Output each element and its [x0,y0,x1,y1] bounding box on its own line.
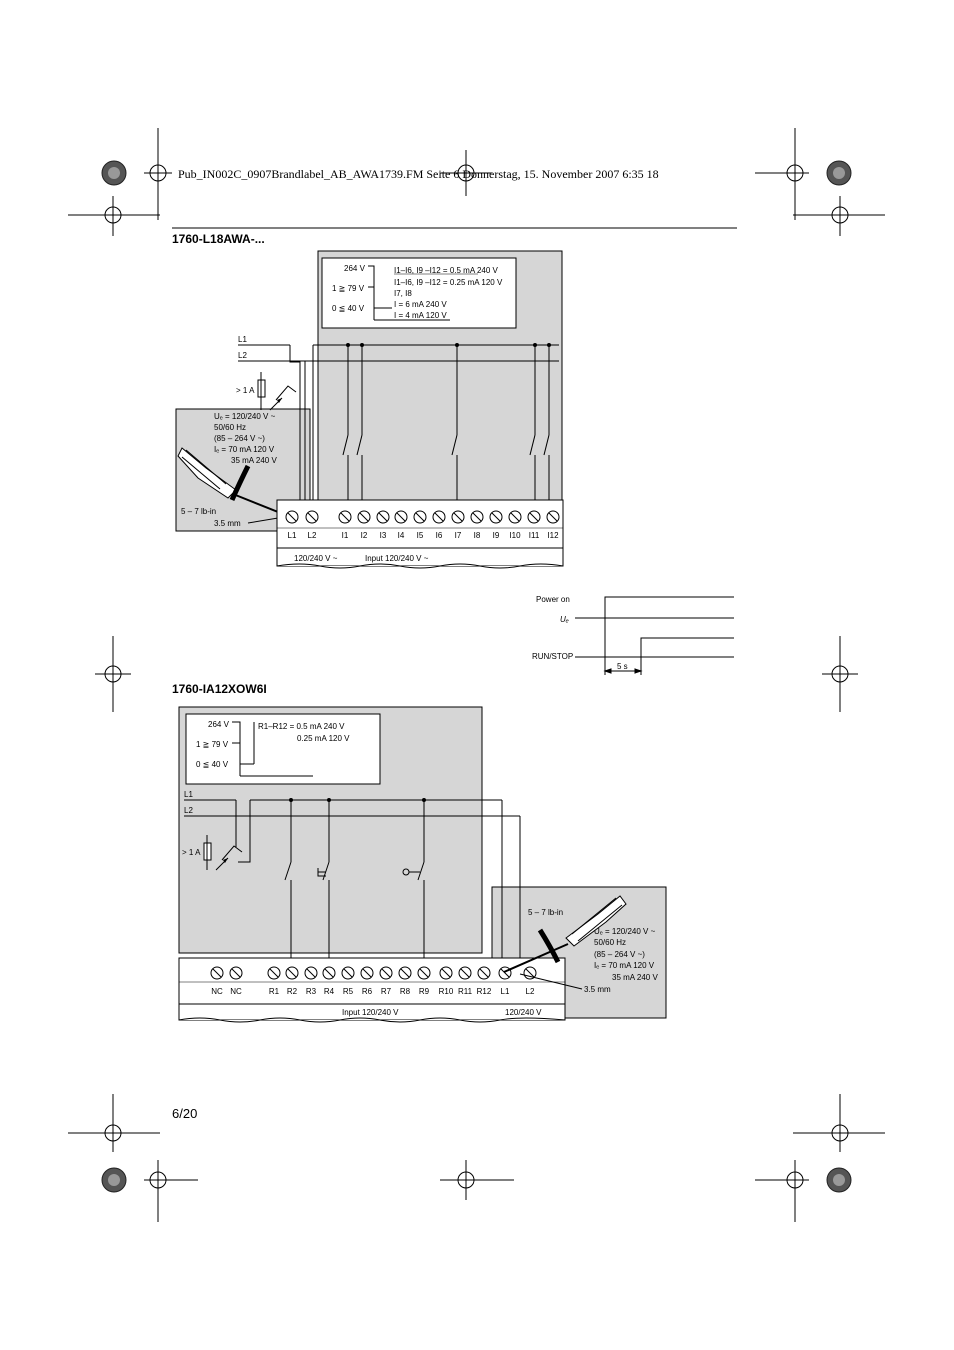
level-40: 0 ≦ 40 V [332,304,365,313]
terminal-label: I3 [380,531,387,540]
svg-text:I = 6 mA 240 V: I = 6 mA 240 V [394,300,447,309]
svg-text:35 mA 240 V: 35 mA 240 V [231,456,277,465]
svg-text:Input 120/240 V ~: Input 120/240 V ~ [365,554,429,563]
terminal-label: R12 [477,987,492,996]
svg-text:L2: L2 [184,806,193,815]
crosshair-icon [793,1094,885,1152]
terminal-label: I8 [474,531,481,540]
svg-text:1 ≧ 79 V: 1 ≧ 79 V [196,740,229,749]
terminal-label: I9 [493,531,500,540]
page-number: 6/20 [172,1106,198,1121]
terminal-label: L2 [308,531,317,540]
terminal-label: I10 [509,531,521,540]
terminal-label: I6 [436,531,443,540]
terminal-label: L2 [526,987,535,996]
terminal-label: I12 [547,531,559,540]
svg-text:Iₑ = 70 mA 120 V: Iₑ = 70 mA 120 V [594,961,655,970]
terminal-label: R10 [439,987,454,996]
terminal-label: NC [211,987,223,996]
diagram-ia12xow6i: 264 V 1 ≧ 79 V 0 ≦ 40 V R1–R12 = 0.5 mA … [178,706,667,1023]
terminal-label: R8 [400,987,411,996]
terminal-label: I5 [417,531,424,540]
timing-diagram: Power on Uₑ RUN/STOP 5 s [532,595,734,675]
svg-text:120/240 V: 120/240 V [505,1008,542,1017]
terminal-label: R6 [362,987,373,996]
svg-text:I1–I6, I9 –I12 = 0.25 mA 120 V: I1–I6, I9 –I12 = 0.25 mA 120 V [394,278,503,287]
terminal-label: L1 [501,987,510,996]
svg-text:I7, I8: I7, I8 [394,289,412,298]
terminal-label: R1 [269,987,280,996]
section-title-l18awa: 1760-L18AWA-... [172,232,265,246]
crosshair-icon [440,1160,514,1200]
svg-text:Uₑ = 120/240 V ~: Uₑ = 120/240 V ~ [214,412,276,421]
svg-text:Iₑ = 70 mA 120 V: Iₑ = 70 mA 120 V [214,445,275,454]
terminal-label: R5 [343,987,354,996]
registration-marks [68,128,885,1222]
svg-text:(85 – 264 V ~): (85 – 264 V ~) [214,434,265,443]
terminal-label: I2 [361,531,368,540]
terminal-label: R9 [419,987,430,996]
svg-text:Uₑ: Uₑ [560,615,569,624]
file-header: Pub_IN002C_0907Brandlabel_AB_AWA1739.FM … [178,167,659,181]
svg-text:35 mA 240 V: 35 mA 240 V [612,973,658,982]
svg-text:50/60 Hz: 50/60 Hz [214,423,246,432]
svg-text:264 V: 264 V [208,720,230,729]
svg-text:L1: L1 [238,335,247,344]
crosshair-icon [440,150,492,196]
svg-text:> 1 A: > 1 A [182,848,201,857]
terminal-label: I1 [342,531,349,540]
level-79: 1 ≧ 79 V [332,284,365,293]
diagram-l18awa: 264 V 1 ≧ 79 V 0 ≦ 40 V I1–I6, I9 –I12 =… [175,250,564,569]
svg-text:L1: L1 [184,790,193,799]
svg-text:0.25 mA 120 V: 0.25 mA 120 V [297,734,350,743]
terminal-label: R4 [324,987,335,996]
svg-text:(85 – 264 V ~): (85 – 264 V ~) [594,950,645,959]
crosshair-icon [95,636,131,712]
terminal-label: NC [230,987,242,996]
svg-text:I1–I6, I9 –I12 = 0.5 mA 240 V: I1–I6, I9 –I12 = 0.5 mA 240 V [394,266,499,275]
crosshair-icon [68,196,160,236]
terminal-label: R11 [458,987,473,996]
svg-text:5 s: 5 s [617,662,628,671]
svg-text:RUN/STOP: RUN/STOP [532,652,573,661]
svg-text:Input 120/240 V: Input 120/240 V [342,1008,399,1017]
terminal-label: I7 [455,531,462,540]
calibration-targets [101,160,852,1193]
svg-text:120/240 V ~: 120/240 V ~ [294,554,338,563]
crosshair-icon [755,128,809,220]
svg-text:50/60 Hz: 50/60 Hz [594,938,626,947]
crosshair-icon [68,1094,160,1152]
terminal-label: I11 [529,531,540,540]
screwdriver-icon [503,895,627,973]
svg-text:I = 4 mA 120 V: I = 4 mA 120 V [394,311,447,320]
svg-text:0 ≦ 40 V: 0 ≦ 40 V [196,760,229,769]
terminal-label: R3 [306,987,317,996]
svg-text:Power on: Power on [536,595,570,604]
svg-text:5 – 7 lb-in: 5 – 7 lb-in [528,908,563,917]
crosshair-icon [144,128,172,220]
terminal-label: R2 [287,987,298,996]
svg-text:3.5 mm: 3.5 mm [584,985,611,994]
crosshair-icon [822,636,858,712]
svg-text:Uₑ = 120/240 V ~: Uₑ = 120/240 V ~ [594,927,656,936]
crosshair-icon [755,1160,809,1222]
svg-text:> 1 A: > 1 A [236,386,255,395]
terminal-label: R7 [381,987,392,996]
crosshair-icon [144,1160,198,1222]
crosshair-icon [793,196,885,236]
svg-text:L2: L2 [238,351,247,360]
terminal-label: L1 [288,531,297,540]
level-264: 264 V [344,264,366,273]
svg-text:3.5 mm: 3.5 mm [214,519,241,528]
svg-text:5 – 7 lb-in: 5 – 7 lb-in [181,507,216,516]
terminal-label: I4 [398,531,405,540]
svg-text:R1–R12 = 0.5 mA 240 V: R1–R12 = 0.5 mA 240 V [258,722,345,731]
section-title-ia12xow6i: 1760-IA12XOW6I [172,682,267,696]
